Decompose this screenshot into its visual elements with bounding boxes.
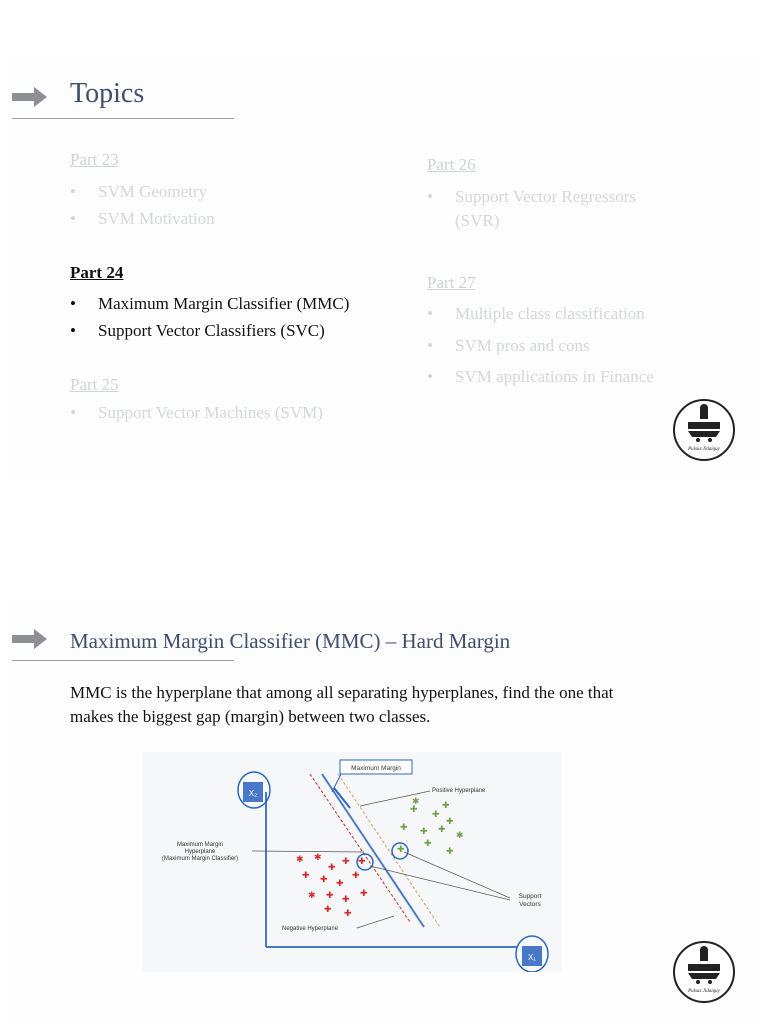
svg-text:Pulsus Jidaiquy: Pulsus Jidaiquy [687, 989, 721, 994]
max-margin-label: Maximum Margin [351, 765, 401, 772]
svg-text:✚: ✚ [446, 846, 454, 856]
negative-hyperplane-label: Negative Hyperplane [282, 926, 339, 932]
part-25-heading: Part 25 [70, 375, 119, 395]
item-text: SVM applications in Finance [455, 367, 654, 387]
bullet: • [427, 367, 433, 387]
svg-text:✚: ✚ [344, 908, 352, 918]
support-vectors-label-1: Support [519, 893, 542, 900]
svg-text:✚: ✚ [432, 809, 440, 819]
paragraph-line-2: makes the biggest gap (margin) between t… [70, 705, 710, 729]
svg-text:✚: ✚ [400, 822, 408, 832]
svg-text:✱: ✱ [308, 890, 316, 900]
svg-text:✚: ✚ [352, 870, 360, 880]
svg-text:✚: ✚ [342, 894, 350, 904]
part-24-heading: Part 24 [70, 263, 123, 283]
item-text: SVM Geometry [98, 182, 207, 202]
svg-text:✚: ✚ [438, 824, 446, 834]
mmh-label-3: (Maximum Margin Classifier) [162, 856, 238, 862]
negative-hyperplane-line [310, 774, 410, 922]
svg-text:✚: ✚ [326, 890, 334, 900]
item-text: Support Vector Classifiers (SVC) [98, 321, 325, 341]
svg-text:✚: ✚ [424, 838, 432, 848]
svg-text:✱: ✱ [314, 852, 322, 862]
part-26-heading: Part 26 [427, 155, 476, 175]
slide1-title: Topics [70, 78, 144, 110]
item-text: Support Vector Regressors [455, 187, 636, 207]
positive-hyperplane-line [338, 774, 440, 927]
svg-text:✚: ✚ [446, 816, 454, 826]
paragraph-line-1: MMC is the hyperplane that among all sep… [70, 681, 710, 705]
slide2-paragraph: MMC is the hyperplane that among all sep… [70, 681, 710, 729]
svg-text:✚: ✚ [324, 904, 332, 914]
x2-label: X₂ [249, 789, 257, 798]
svg-text:✚: ✚ [320, 874, 328, 884]
bullet: • [70, 403, 76, 423]
svg-text:✚: ✚ [420, 826, 428, 836]
slide1-title-underline [12, 118, 234, 119]
bullet: • [70, 294, 76, 314]
svg-text:✱: ✱ [296, 854, 304, 864]
svg-text:✚: ✚ [397, 844, 405, 854]
svg-text:✚: ✚ [328, 862, 336, 872]
bullet: • [70, 321, 76, 341]
bullet: • [70, 209, 76, 229]
mmh-label-2: Hyperplane [185, 849, 216, 855]
mmc-diagram: X₂ X₁ Maximum Margin Positive Hyperplane… [142, 752, 562, 972]
item-text: Multiple class classification [455, 304, 645, 324]
item-text: SVM Motivation [98, 209, 215, 229]
svg-text:✚: ✚ [360, 888, 368, 898]
arrow-right-icon [12, 628, 48, 650]
brand-logo: Pulsus Jidaiquy [672, 940, 736, 1004]
svg-text:✚: ✚ [336, 878, 344, 888]
slide2-title-underline [12, 660, 234, 661]
slide2-title: Maximum Margin Classifier (MMC) – Hard M… [70, 629, 510, 654]
svg-text:✱: ✱ [412, 796, 420, 806]
bullet: • [427, 187, 433, 207]
item-text: Support Vector Machines (SVM) [98, 403, 323, 423]
mmh-label-1: Maximum Margin [177, 842, 223, 848]
part-23-heading: Part 23 [70, 150, 119, 170]
svg-text:✱: ✱ [456, 830, 464, 840]
bullet: • [70, 182, 76, 202]
bullet: • [427, 304, 433, 324]
bullet: • [427, 336, 433, 356]
item-text: SVM pros and cons [455, 336, 590, 356]
part-27-heading: Part 27 [427, 273, 476, 293]
positive-hyperplane-label: Positive Hyperplane [432, 788, 486, 794]
support-vectors-label-2: Vectors [519, 901, 541, 908]
svg-text:✚: ✚ [442, 800, 450, 810]
brand-logo: Pulsus Jidaiquy [672, 398, 736, 462]
svg-text:✚: ✚ [342, 856, 350, 866]
arrow-right-icon [12, 86, 48, 108]
item-text: (SVR) [455, 211, 499, 231]
svg-text:✚: ✚ [302, 870, 310, 880]
item-text: Maximum Margin Classifier (MMC) [98, 294, 349, 314]
x1-label: X₁ [528, 953, 536, 962]
svg-text:Pulsus Jidaiquy: Pulsus Jidaiquy [687, 447, 721, 452]
